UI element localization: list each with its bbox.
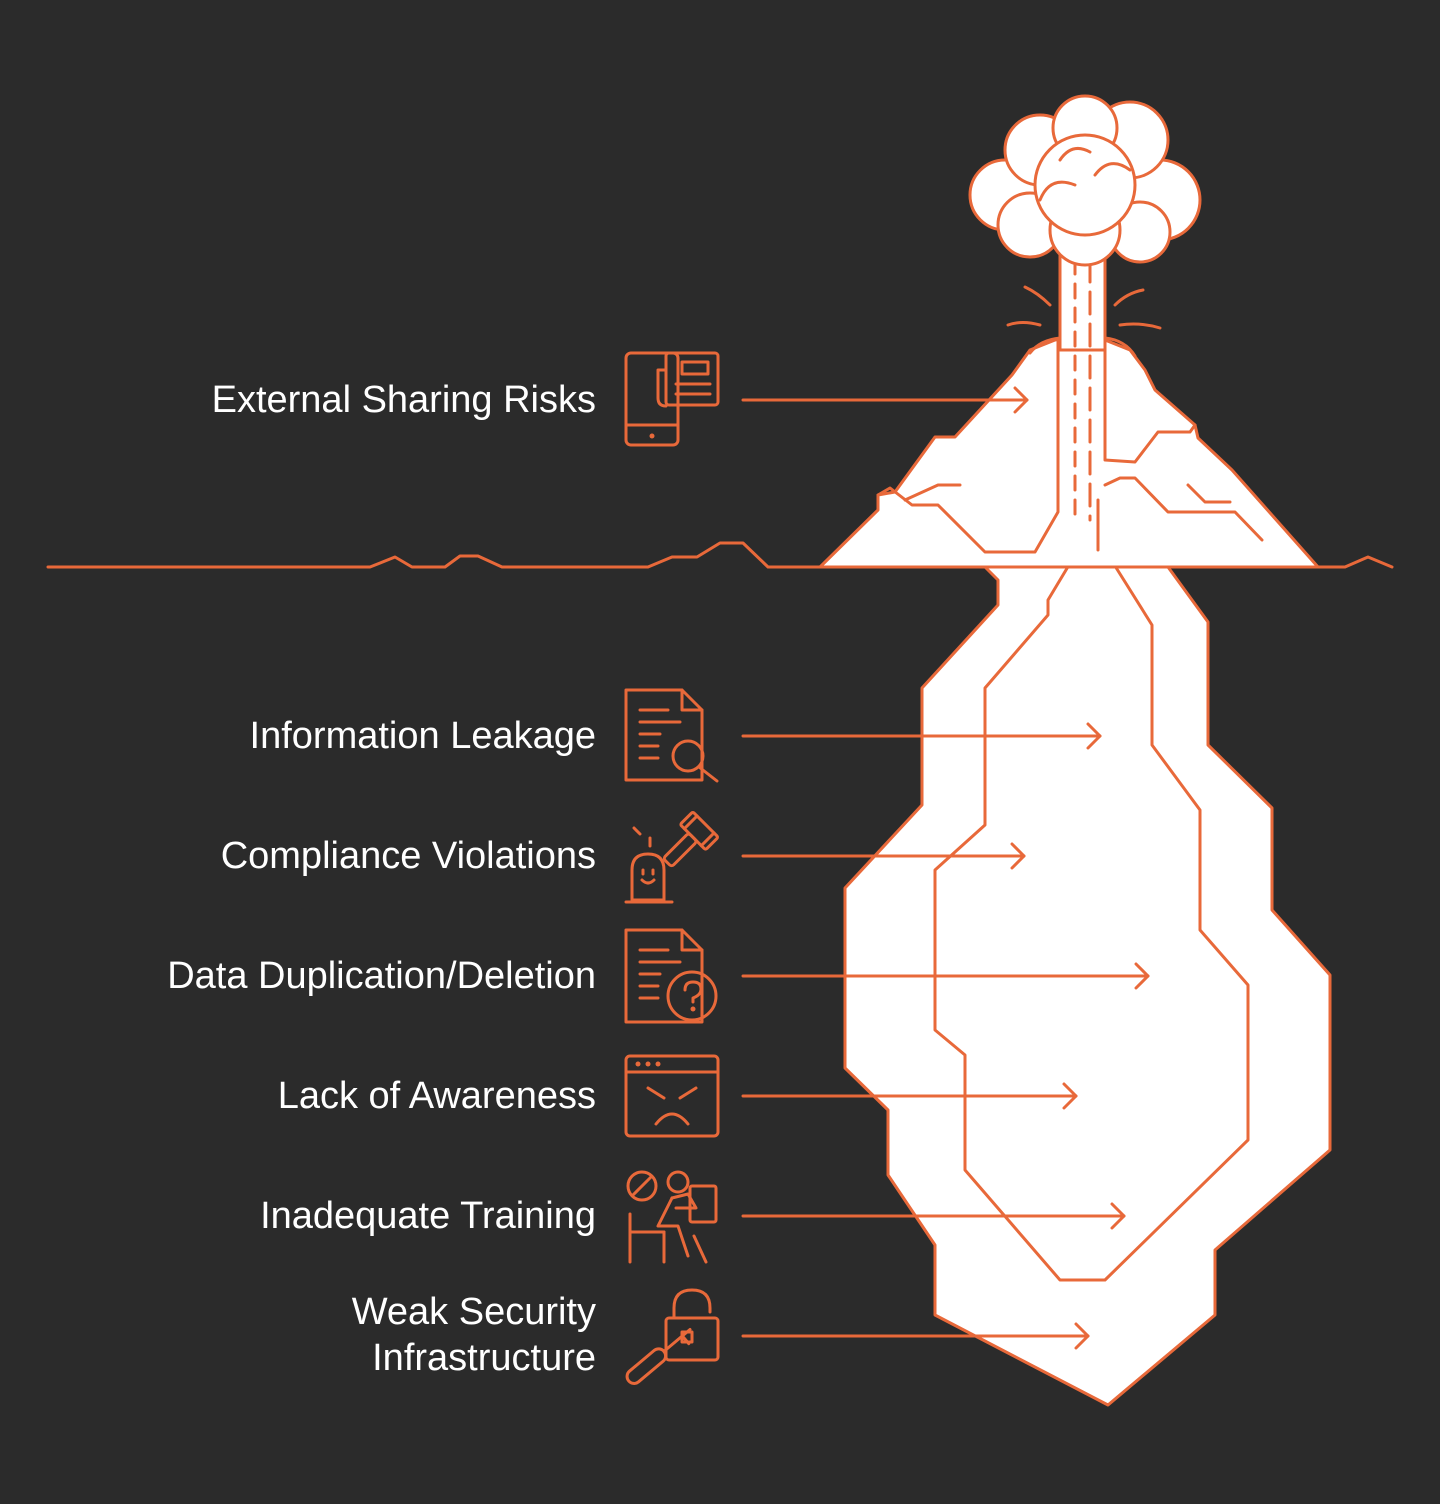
label-external-sharing-risks: External Sharing Risks	[211, 379, 596, 421]
arrow-weak-security	[741, 1322, 1090, 1350]
label-information-leakage: Information Leakage	[249, 715, 596, 757]
broken-lock-key-icon	[625, 1288, 720, 1385]
arrow-inadequate-training	[741, 1202, 1126, 1230]
angry-browser-icon	[624, 1054, 720, 1138]
label-compliance-violations: Compliance Violations	[220, 835, 596, 877]
splash-drops	[1006, 285, 1162, 358]
arrow-compliance-violations	[741, 842, 1026, 870]
label-data-duplication-deletion: Data Duplication/Deletion	[167, 955, 596, 997]
water-line	[46, 541, 822, 569]
inner-ice-contour	[933, 548, 1250, 1282]
phone-document-icon	[624, 351, 720, 447]
document-search-icon	[624, 688, 719, 783]
label-weak-security-infrastructure: Weak Security Infrastructure	[352, 1289, 596, 1381]
ridge-right-3	[1186, 483, 1232, 504]
ridge-right	[1103, 338, 1197, 464]
water-line-right	[1316, 555, 1394, 569]
document-question-icon	[624, 928, 718, 1024]
arrow-external-sharing	[741, 386, 1029, 414]
ridge-left	[876, 338, 1060, 554]
label-weak-security-line2: Infrastructure	[372, 1337, 596, 1379]
arrow-lack-of-awareness	[741, 1082, 1078, 1110]
eruption-cloud	[968, 94, 1202, 267]
arrow-information-leakage	[741, 722, 1102, 750]
ridge-right-2	[1103, 476, 1264, 542]
submerged-iceberg	[843, 565, 1332, 1407]
arrow-data-duplication	[741, 962, 1150, 990]
iceberg-tip	[818, 332, 1320, 569]
label-lack-of-awareness: Lack of Awareness	[277, 1075, 596, 1117]
blocked-person-at-desk-icon	[626, 1170, 718, 1264]
label-inadequate-training: Inadequate Training	[260, 1195, 596, 1237]
label-weak-security-line1: Weak Security	[351, 1291, 596, 1333]
arrows	[741, 386, 1150, 1350]
gavel-alarm-icon	[624, 811, 719, 904]
ridge-left-2	[903, 483, 962, 502]
